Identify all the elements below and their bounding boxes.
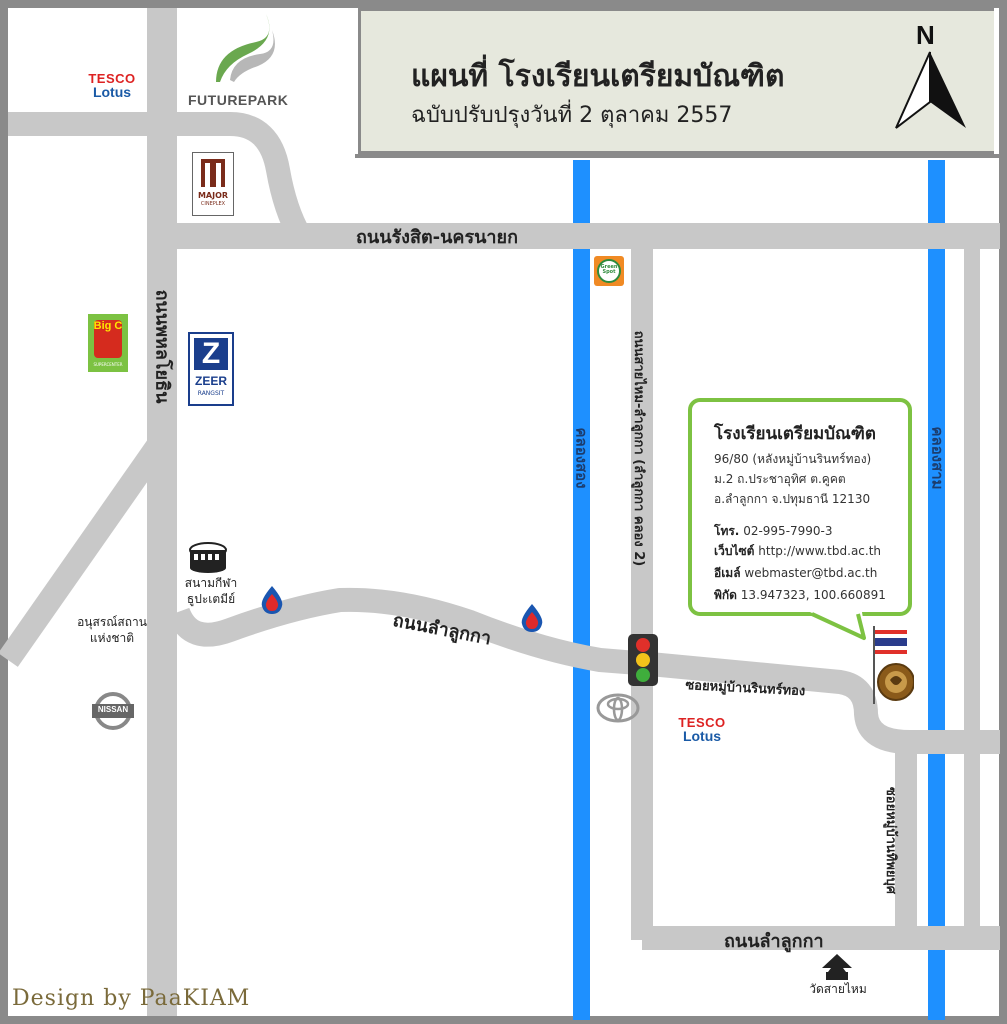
website-label: เว็บไซต์ (714, 544, 755, 558)
coords-value: 13.947323, 100.660891 (740, 588, 886, 602)
email-row: อีเมล์ webmaster@tbd.ac.th (714, 564, 877, 583)
address-line-3: อ.ลำลูกกา จ.ปทุมธานี 12130 (714, 492, 871, 506)
tesco-lotus-left-logo: TESCO Lotus (84, 72, 140, 99)
school-location-icon (868, 624, 915, 706)
major-name: MAJOR (197, 191, 229, 200)
major-sub: CINEPLEX (200, 201, 226, 207)
tesco-left-sub: Lotus (92, 84, 132, 100)
green-spot-name: Green Spot (600, 264, 618, 275)
map-title: แผนที่ โรงเรียนเตรียมบัณฑิต (411, 59, 785, 94)
callout-pointer (810, 612, 866, 640)
big-c-logo: Big C SUPERCENTER (88, 314, 128, 372)
school-info-box: โรงเรียนเตรียมบัณฑิต 96/80 (หลังหมู่บ้าน… (688, 398, 912, 616)
design-credit: Design by PaaKIAM (12, 986, 251, 1011)
label-phahonyothin: ถนนพหลโยธิน (151, 289, 173, 404)
label-rangsit-nakhonnayok: ถนนรังสิต-นครนายก (356, 227, 518, 248)
zeer-sub: RANGSIT (197, 390, 225, 397)
major-cineplex-logo: MAJOR CINEPLEX (192, 152, 234, 216)
north-arrow-icon: N (890, 20, 972, 132)
stadium-icon (188, 540, 228, 574)
nissan-logo: NISSAN (92, 690, 134, 732)
map-subtitle: ฉบับปรับปรุงวันที่ 2 ตุลาคม 2557 (411, 103, 733, 128)
green-spot-logo: Green Spot (594, 256, 624, 286)
coords-label: พิกัด (714, 588, 737, 602)
tesco-left-brand: TESCO (88, 71, 136, 86)
school-name: โรงเรียนเตรียมบัณฑิต (714, 424, 876, 444)
big-c-sub: SUPERCENTER (93, 362, 123, 367)
monument-label: อนุสรณ์สถาน แห่งชาติ (77, 615, 147, 645)
road-lamlukka (166, 587, 1000, 754)
temple-label: วัดสายไหม (809, 982, 867, 996)
label-lamlukka-bottom: ถนนลำลูกกา (724, 931, 824, 952)
label-soi-thipphaya: ซอยหมู่บ้านทิพยบุศ (883, 786, 899, 895)
zeer-name: ZEER (194, 374, 227, 388)
future-park-logo: FUTUREPARK (186, 10, 296, 110)
north-label: N (916, 20, 935, 50)
address-line-1: 96/80 (หลังหมู่บ้านรินทร์ทอง) (714, 452, 872, 466)
tesco-right-sub: Lotus (682, 728, 722, 744)
traffic-light-icon (628, 634, 658, 686)
canal-khlong-sam (928, 160, 945, 1020)
phone-label: โทร. (714, 524, 740, 538)
tesco-lotus-right-logo: TESCO Lotus (674, 716, 730, 743)
ptt-station-icon (518, 602, 546, 638)
website-row: เว็บไซต์ http://www.tbd.ac.th (714, 542, 881, 561)
nissan-name: NISSAN (97, 705, 129, 714)
label-khlong-song: คลองสอง (572, 427, 591, 489)
title-box: แผนที่ โรงเรียนเตรียมบัณฑิต ฉบับปรับปรุง… (358, 8, 994, 154)
label-khlong-sam: คลองสาม (928, 426, 947, 490)
stadium-label: สนามกีฬา ธูปะเตมีย์ (184, 576, 238, 606)
label-saimai-lamlukka: ถนนสายไหม-ลำลูกกา (ลำลูกกา คลอง 2) (631, 330, 647, 567)
big-c-name: Big C (93, 320, 123, 332)
ptt-station-icon (258, 584, 286, 620)
canal-khlong-song (573, 160, 590, 1020)
zeer-rangsit-logo: Z ZEER RANGSIT (188, 332, 234, 406)
phone-row: โทร. 02-995-7990-3 (714, 522, 833, 541)
toyota-logo (596, 692, 640, 724)
tesco-right-brand: TESCO (678, 715, 726, 730)
road-diagonal (0, 433, 172, 667)
address-line-2: ม.2 ถ.ประชาอุทิศ ต.คูคต (714, 472, 846, 486)
website-link[interactable]: http://www.tbd.ac.th (758, 544, 882, 558)
phone-value: 02-995-7990-3 (743, 524, 833, 538)
future-park-name: FUTUREPARK (188, 92, 289, 108)
road-future-park (8, 112, 311, 242)
zeer-z-icon: Z (194, 338, 228, 370)
email-label: อีเมล์ (714, 566, 741, 580)
email-link[interactable]: webmaster@tbd.ac.th (744, 566, 878, 580)
temple-icon (820, 954, 854, 980)
coords-row: พิกัด 13.947323, 100.660891 (714, 586, 886, 605)
